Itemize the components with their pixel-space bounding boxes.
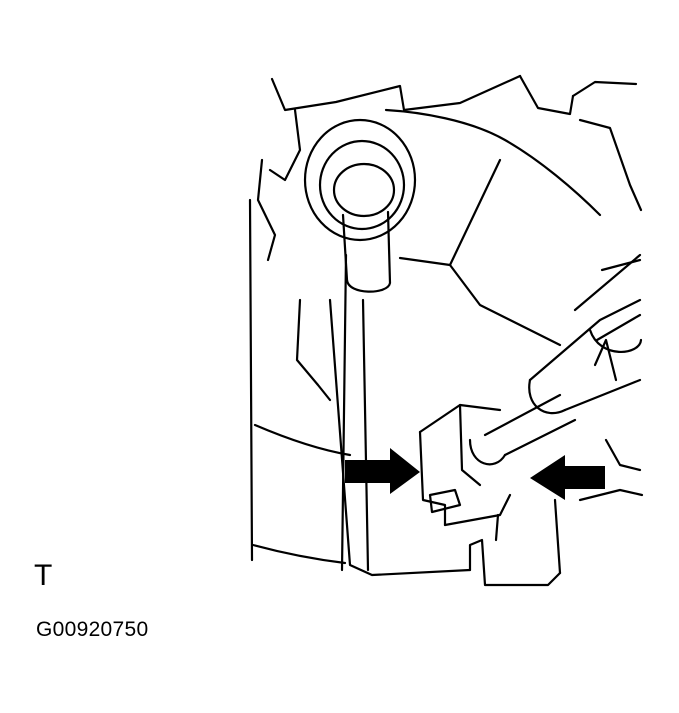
shaft-boss — [303, 118, 417, 242]
bracket-lines — [398, 158, 562, 347]
press-arrow-left — [530, 455, 605, 500]
connector — [588, 258, 643, 353]
press-arrow-right — [345, 448, 420, 494]
stop-light-switch — [418, 403, 512, 527]
figure-id-label: G00920750 — [36, 618, 149, 641]
plunger-rod — [468, 253, 644, 502]
upper-housing — [248, 74, 643, 562]
pedal-arm — [328, 298, 562, 587]
corner-marker: T — [34, 559, 53, 592]
lower-curve — [251, 543, 347, 565]
pedal-shaft — [340, 210, 392, 572]
